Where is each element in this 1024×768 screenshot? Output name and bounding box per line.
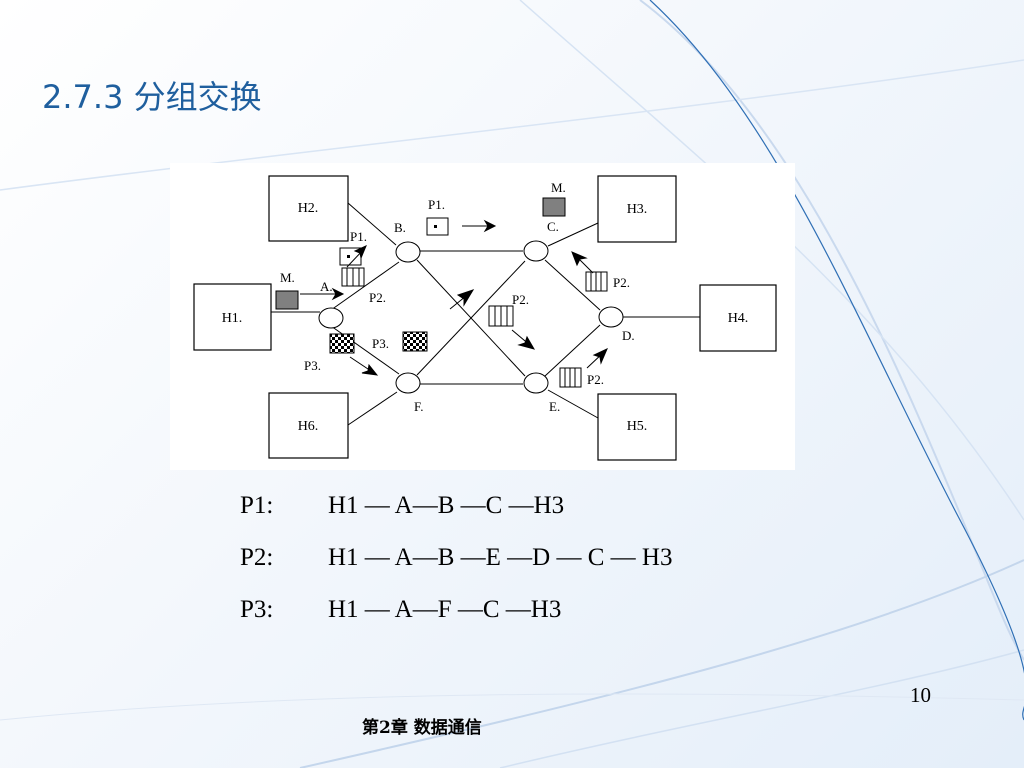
link-f-c [416, 260, 526, 376]
arrow-p3-left-head [361, 363, 379, 376]
link-e-h5 [547, 389, 599, 419]
switch-d-label: D. [622, 328, 635, 343]
link-a-b [330, 261, 400, 311]
label-p3-mid: P3. [372, 336, 389, 351]
packet-p2-c [585, 271, 608, 292]
arrow-p1-top-head [483, 219, 497, 233]
label-p2-c: P2. [613, 275, 630, 290]
host-h4-label: H4. [728, 311, 749, 326]
packet-p2-mid [488, 305, 514, 327]
host-h6-label: H6. [298, 419, 319, 434]
host-h4[interactable]: H4. [699, 284, 777, 352]
page-number: 10 [910, 683, 931, 707]
packet-p3-mid [402, 331, 428, 352]
switch-f[interactable] [395, 372, 421, 394]
arrow-p1-left-head [353, 245, 367, 260]
switch-c-label: C. [547, 219, 559, 234]
switch-d[interactable] [598, 306, 624, 328]
label-p1-left: P1. [350, 229, 367, 244]
label-p3-left: P3. [304, 358, 321, 373]
route-row: P2: H1 — A—B —E —D — C — H3 [240, 540, 672, 576]
packet-switching-diagram: H1. H2. H3. H4. H5. H6. [170, 163, 795, 470]
switch-nodes [318, 240, 624, 394]
arrow-center-head [456, 289, 475, 307]
label-p2-mid: P2. [512, 292, 529, 307]
packet-p2-e [559, 367, 582, 388]
route-label: P2: [240, 544, 274, 571]
route-list: P1: H1 — A—B —C —H3 P2: H1 — A—B —E —D — C… [240, 488, 672, 644]
message-block-source [275, 290, 299, 310]
switch-b[interactable] [395, 241, 421, 263]
host-h1[interactable]: H1. [193, 283, 272, 351]
host-h3-label: H3. [627, 202, 648, 217]
packet-p1-top [426, 217, 449, 236]
route-label: P1: [240, 492, 274, 519]
packet-glyphs [275, 197, 608, 388]
label-p2-e: P2. [587, 372, 604, 387]
slide-title: 2.7.3 分组交换 [42, 78, 262, 116]
route-label: P3: [240, 596, 274, 623]
label-p1-top: P1. [428, 197, 445, 212]
label-message-src: M. [280, 270, 295, 285]
network-diagram-svg: H1. H2. H3. H4. H5. H6. [193, 175, 777, 461]
link-h2-b [347, 202, 397, 246]
host-h1-label: H1. [222, 311, 243, 326]
switch-e[interactable] [523, 372, 549, 394]
label-message-dst: M. [551, 180, 566, 195]
network-links [271, 202, 700, 426]
packet-labels: M. M. P1. P1. P2. P2. P2. P2. P3. P3. [280, 180, 630, 387]
link-e-d [544, 324, 601, 377]
arrow-p2-down-head [517, 335, 536, 350]
link-c-h3 [547, 222, 599, 247]
route-path: H1 — A—B —E —D — C — H3 [328, 544, 673, 571]
host-h5[interactable]: H5. [597, 393, 677, 461]
host-h6[interactable]: H6. [268, 392, 349, 459]
route-row: P1: H1 — A—B —C —H3 [240, 488, 672, 524]
host-h3[interactable]: H3. [597, 175, 677, 243]
label-p2-a: P2. [369, 290, 386, 305]
arrows [300, 219, 608, 376]
packet-p2-a [341, 267, 365, 287]
switch-a-label: A. [320, 279, 333, 294]
packet-p3-left [329, 333, 355, 354]
route-row: P3: H1 — A—F —C —H3 [240, 592, 672, 628]
link-c-d [544, 259, 601, 311]
arrow-p2-e-head [592, 348, 608, 365]
switch-b-label: B. [394, 220, 406, 235]
switch-a[interactable] [318, 307, 344, 329]
switch-labels: A. B. C. D. E. F. [320, 219, 635, 414]
arrow-p2-up-head [571, 251, 588, 267]
switch-c[interactable] [523, 240, 549, 262]
chapter-footer: 第2章 数据通信 [362, 718, 482, 738]
message-block-destination [542, 197, 566, 217]
link-h6-f [347, 391, 398, 426]
switch-f-label: F. [414, 399, 423, 414]
host-h2-label: H2. [298, 201, 319, 216]
host-h5-label: H5. [627, 419, 648, 434]
host-h2[interactable]: H2. [268, 175, 349, 242]
route-path: H1 — A—F —C —H3 [328, 596, 562, 623]
route-path: H1 — A—B —C —H3 [328, 492, 565, 519]
arrow-message-src-head [331, 287, 345, 301]
switch-e-label: E. [549, 399, 560, 414]
